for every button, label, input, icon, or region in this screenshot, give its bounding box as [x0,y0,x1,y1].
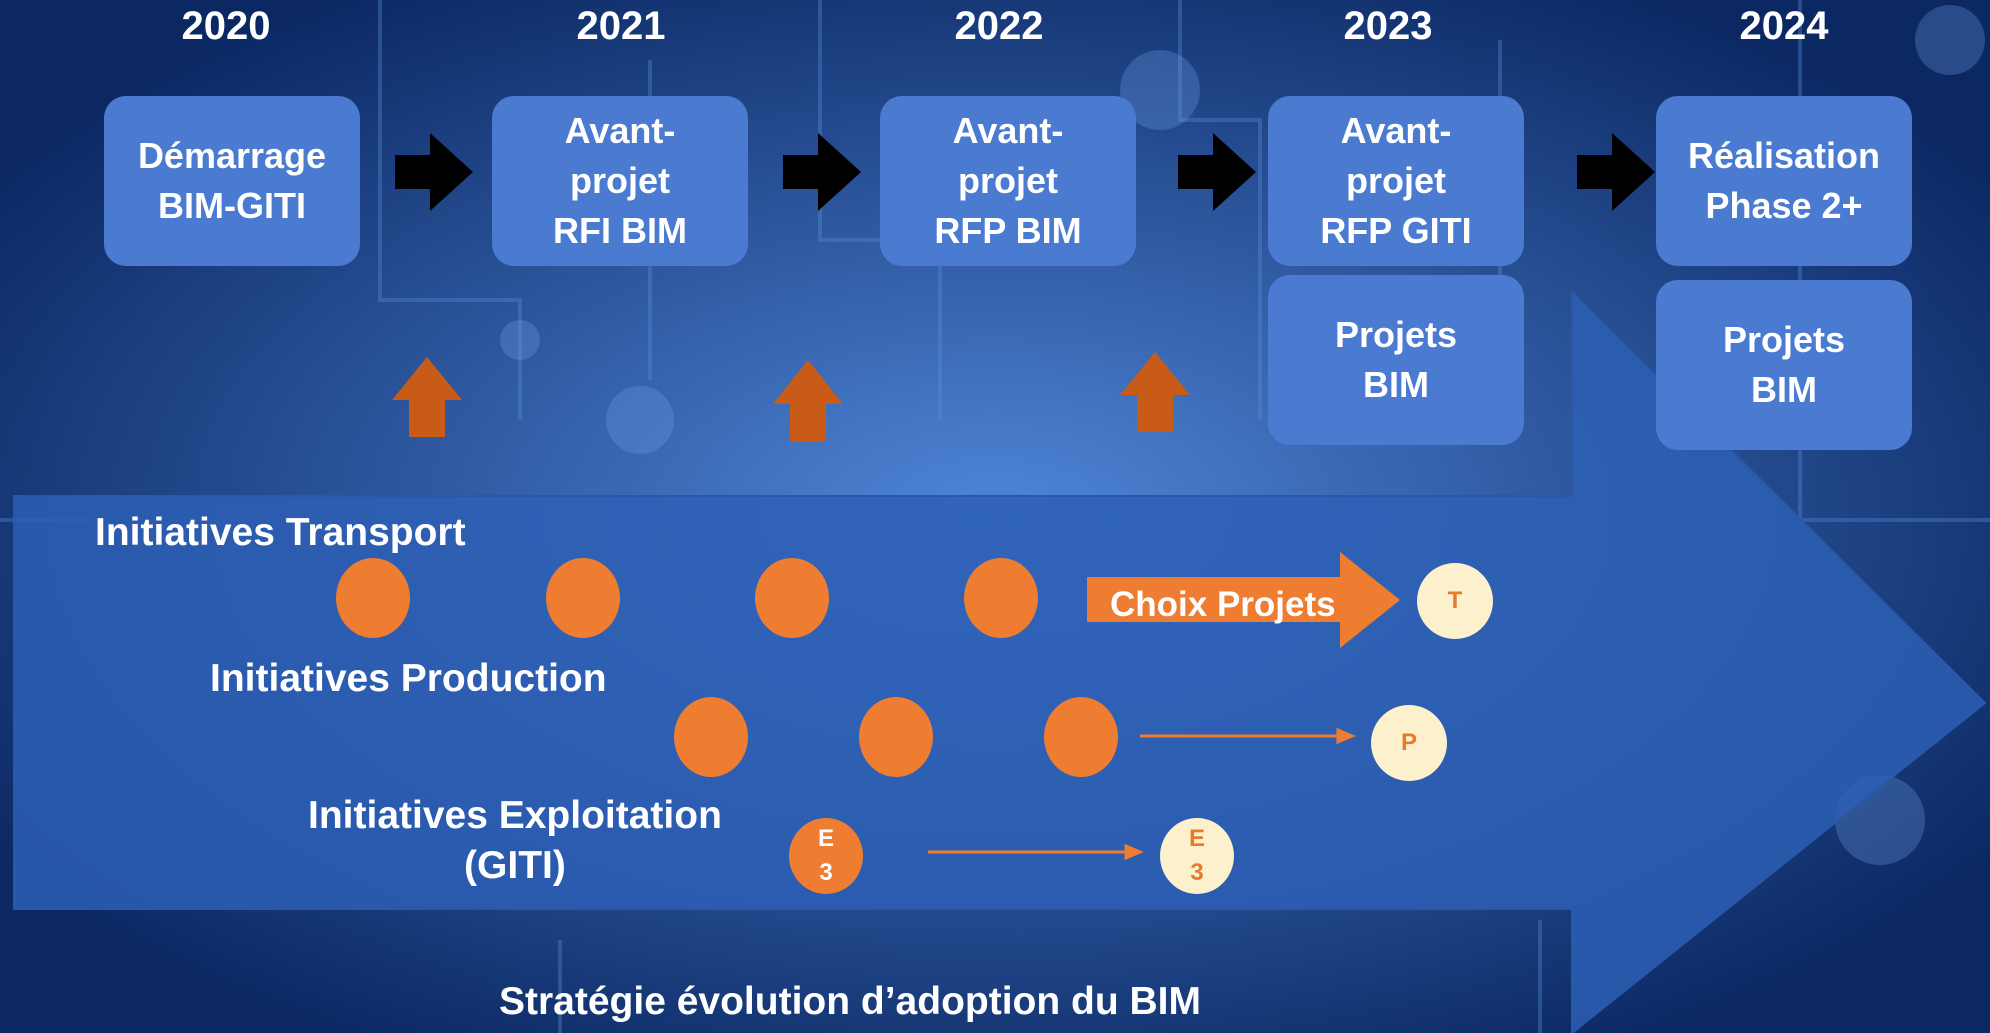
phase-arrow-3 [1178,133,1256,211]
up-arrows [392,352,1190,442]
exploitation-end-label: E 3 [1188,825,1205,886]
phase-box-rfi-bim: Avant- projet RFI BIM [492,96,748,266]
row-label-transport: Initiatives Transport [95,511,466,554]
phase-box-realisation: Réalisation Phase 2+ [1656,96,1912,266]
choix-projets-label: Choix Projets [1110,585,1336,624]
transport-initiative-dot [336,558,410,638]
phase-label: Démarrage BIM-GITI [137,135,327,226]
phase-label: Avant- projet RFP BIM [934,110,1082,251]
projects-box-2023: Projets BIM [1268,275,1524,445]
projects-label: Projets BIM [1722,319,1846,410]
production-outcome-dot: P [1371,705,1447,781]
exploitation-arrow-head [1124,843,1144,861]
year-2022: 2022 [954,4,1044,48]
phase-box-demarrage: Démarrage BIM-GITI [104,96,360,266]
year-2024: 2024 [1739,4,1829,48]
transport-initiative-dot [755,558,829,638]
year-2021: 2021 [576,4,666,48]
transport-initiative-dot [546,558,620,638]
diagram-caption: Stratégie évolution d’adoption du BIM [499,980,1201,1023]
production-initiative-dot [674,697,748,777]
production-initiative-dot [1044,697,1118,777]
phase-label: Réalisation Phase 2+ [1687,135,1881,226]
transport-outcome-label: T [1447,587,1463,614]
transport-initiative-dot [964,558,1038,638]
phase-box-rfp-bim: Avant- projet RFP BIM [880,96,1136,266]
projects-label: Projets BIM [1334,314,1458,405]
row-label-exploitation: Initiatives Exploitation (GITI) [308,794,722,887]
phase-arrow-1 [395,133,473,211]
exploitation-outcome-dot: E 3 [1160,818,1234,894]
transport-outcome-dot: T [1417,563,1493,639]
up-arrow-1 [392,357,462,437]
exploitation-start-label: E 3 [817,825,834,886]
projects-box-2024: Projets BIM [1656,280,1912,450]
phase-label: Avant- projet RFP GITI [1320,110,1472,251]
year-2020: 2020 [181,4,271,48]
phase-label: Avant- projet RFI BIM [553,110,687,251]
choix-projets-arrow [1087,552,1400,648]
phase-arrow-2 [783,133,861,211]
year-2023: 2023 [1343,4,1433,48]
black-arrows [395,133,1655,211]
row-label-production: Initiatives Production [210,657,607,700]
up-arrow-3 [1120,352,1190,432]
phase-arrow-4 [1577,133,1655,211]
production-initiative-dot [859,697,933,777]
exploitation-initiative-dot: E 3 [789,818,863,894]
big-timeline-arrow [13,289,1987,1033]
phase-box-rfp-giti: Avant- projet RFP GITI [1268,96,1524,266]
production-outcome-label: P [1400,729,1417,756]
up-arrow-2 [773,360,843,442]
production-arrow-head [1336,727,1356,745]
